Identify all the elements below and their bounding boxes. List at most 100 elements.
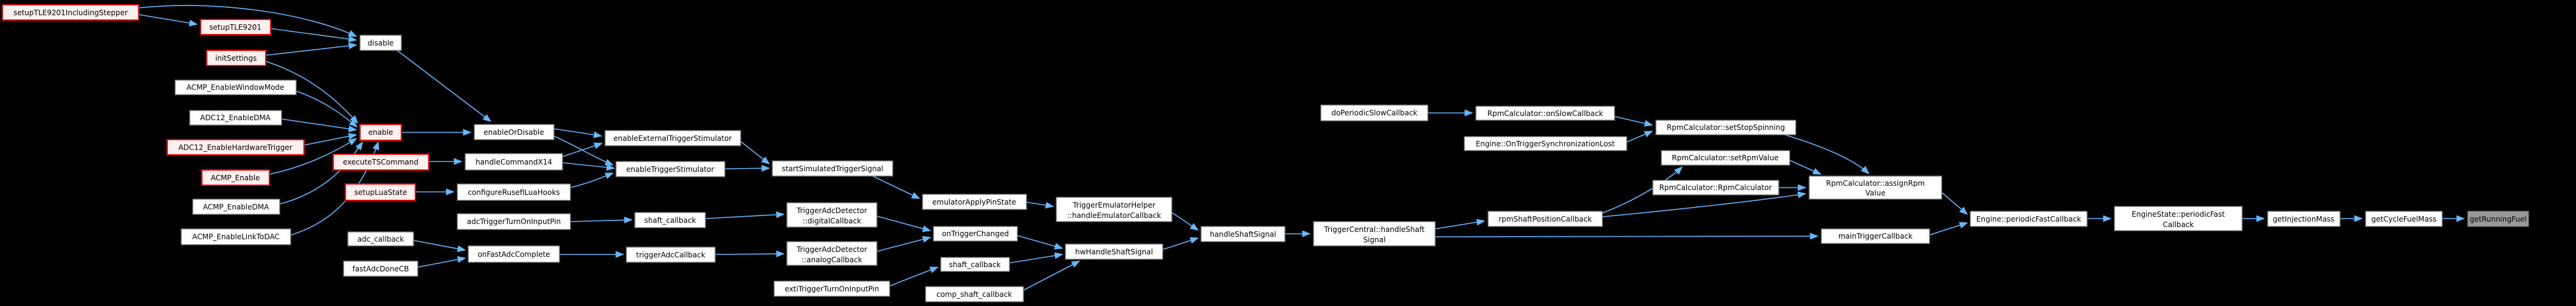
node-TriggerAdcDetector_digitalCallback[interactable]: TriggerAdcDetector ::digitalCallback bbox=[786, 202, 878, 228]
node-enable[interactable]: enable bbox=[359, 124, 402, 141]
node-disable[interactable]: disable bbox=[359, 35, 402, 51]
node-RpmCalculator_RpmCalculator[interactable]: RpmCalculator::RpmCalculator bbox=[1652, 180, 1779, 195]
svg-text:getCycleFuelMass: getCycleFuelMass bbox=[2371, 215, 2436, 223]
node-Engine_periodicFastCallback[interactable]: Engine::periodicFastCallback bbox=[1970, 211, 2088, 227]
node-setupTLE9201IncludingStepper[interactable]: setupTLE9201IncludingStepper bbox=[2, 4, 139, 21]
nodes: setupTLE9201IncludingStepper setupTLE920… bbox=[2, 4, 2529, 302]
svg-text:startSimulatedTriggerSignal: startSimulatedTriggerSignal bbox=[782, 165, 884, 173]
node-TriggerCentral_handleShaftSignal[interactable]: TriggerCentral::handleShaft Signal bbox=[1313, 221, 1436, 246]
edge-onTriggerChanged-hwHandleShaftSignal bbox=[1017, 235, 1064, 250]
node-RpmCalculator_setRpmValue[interactable]: RpmCalculator::setRpmValue bbox=[1661, 150, 1790, 166]
node-ACMP_EnableWindowMode[interactable]: ACMP_EnableWindowMode bbox=[175, 80, 297, 95]
node-adc_callback[interactable]: adc_callback bbox=[347, 231, 414, 246]
node-getCycleFuelMass[interactable]: getCycleFuelMass bbox=[2365, 211, 2443, 227]
svg-text:TriggerCentral::handleShaft: TriggerCentral::handleShaft bbox=[1323, 225, 1425, 234]
node-shaft_callback[interactable]: shaft_callback bbox=[634, 212, 706, 228]
node-handleShaftSignal[interactable]: handleShaftSignal bbox=[1200, 226, 1286, 242]
node-comp_shaft_callback[interactable]: comp_shaft_callback bbox=[925, 286, 1024, 302]
node-ADC12_EnableDMA[interactable]: ADC12_EnableDMA bbox=[189, 110, 282, 126]
node-RpmCalculator_onSlowCallback[interactable]: RpmCalculator::onSlowCallback bbox=[1475, 106, 1615, 121]
svg-text:shaft_callback: shaft_callback bbox=[644, 216, 696, 225]
edge-hwHandleShaftSignal-handleShaftSignal bbox=[1162, 237, 1199, 250]
svg-text:adcTriggerTurnOnInputPin: adcTriggerTurnOnInputPin bbox=[467, 217, 561, 226]
edge-enableOrDisable-enableExternalTriggerStimulator bbox=[553, 128, 603, 138]
svg-text:RpmCalculator::setStopSpinning: RpmCalculator::setStopSpinning bbox=[1667, 123, 1785, 132]
edge-extiTriggerTurnOnInputPin-shaft_callback_2 bbox=[889, 267, 939, 287]
node-EngineState_periodicFastCallback[interactable]: EngineState::periodicFast Callback bbox=[2114, 206, 2243, 231]
node-handleCommandX14[interactable]: handleCommandX14 bbox=[465, 153, 563, 171]
node-enableTriggerStimulator[interactable]: enableTriggerStimulator bbox=[615, 161, 725, 177]
node-Engine_OnTriggerSynchronizationLost[interactable]: Engine::OnTriggerSynchronizationLost bbox=[1464, 136, 1627, 151]
node-enableOrDisable[interactable]: enableOrDisable bbox=[474, 124, 555, 140]
edge-setupTLE9201-disable bbox=[270, 28, 358, 42]
node-setupTLE9201[interactable]: setupTLE9201 bbox=[200, 19, 271, 35]
svg-text:executeTSCommand: executeTSCommand bbox=[343, 158, 418, 166]
edge-fastAdcDoneCB-onFastAdcComplete bbox=[417, 256, 466, 268]
node-extiTriggerTurnOnInputPin[interactable]: extiTriggerTurnOnInputPin bbox=[774, 280, 890, 297]
node-adcTriggerTurnOnInputPin[interactable]: adcTriggerTurnOnInputPin bbox=[457, 213, 571, 230]
node-TriggerAdcDetector_analogCallback[interactable]: TriggerAdcDetector ::analogCallback bbox=[786, 241, 878, 266]
node-ACMP_EnableDMA[interactable]: ACMP_EnableDMA bbox=[192, 199, 280, 215]
svg-text:handleCommandX14: handleCommandX14 bbox=[476, 158, 552, 166]
node-RpmCalculator_setStopSpinning[interactable]: RpmCalculator::setStopSpinning bbox=[1655, 120, 1796, 135]
edge-initSettings-disable bbox=[265, 42, 358, 56]
edge-TriggerCentral_handleShaftSignal-mainTriggerCallback bbox=[1435, 233, 1819, 240]
node-doPeriodicSlowCallback[interactable]: doPeriodicSlowCallback bbox=[1320, 104, 1428, 121]
node-startSimulatedTriggerSignal[interactable]: startSimulatedTriggerSignal bbox=[772, 160, 893, 177]
svg-text:::analogCallback: ::analogCallback bbox=[802, 256, 862, 264]
svg-text:setupTLE9201: setupTLE9201 bbox=[209, 23, 261, 32]
svg-text:comp_shaft_callback: comp_shaft_callback bbox=[937, 290, 1012, 299]
node-executeTSCommand[interactable]: executeTSCommand bbox=[333, 154, 429, 171]
node-enableExternalTriggerStimulator[interactable]: enableExternalTriggerStimulator bbox=[604, 130, 741, 146]
edge-ACMP_EnableDMA-enable bbox=[279, 141, 363, 205]
node-rpmShaftPositionCallback[interactable]: rpmShaftPositionCallback bbox=[1487, 211, 1603, 227]
svg-text:fastAdcDoneCB: fastAdcDoneCB bbox=[353, 265, 409, 273]
edge-Engine_OnTriggerSynchronizationLost-RpmCalculator_setStopSpinning bbox=[1626, 131, 1653, 143]
edge-TriggerCentral_handleShaftSignal-rpmShaftPositionCallback bbox=[1435, 219, 1486, 229]
svg-text:ADC12_EnableHardwareTrigger: ADC12_EnableHardwareTrigger bbox=[178, 143, 292, 152]
node-configureRusefiLuaHooks[interactable]: configureRusefiLuaHooks bbox=[457, 183, 571, 201]
svg-text:RpmCalculator::onSlowCallback: RpmCalculator::onSlowCallback bbox=[1487, 109, 1603, 118]
svg-text:RpmCalculator::setRpmValue: RpmCalculator::setRpmValue bbox=[1672, 154, 1778, 162]
svg-text:TriggerAdcDetector: TriggerAdcDetector bbox=[796, 245, 867, 254]
svg-text:enable: enable bbox=[369, 128, 393, 137]
node-emulatorApplyPinState[interactable]: emulatorApplyPinState bbox=[922, 194, 1027, 210]
node-hwHandleShaftSignal[interactable]: hwHandleShaftSignal bbox=[1065, 243, 1163, 260]
node-fastAdcDoneCB[interactable]: fastAdcDoneCB bbox=[343, 260, 418, 277]
svg-text:getInjectionMass: getInjectionMass bbox=[2273, 215, 2334, 223]
node-TriggerEmulatorHelper_handleEmulatorCallback[interactable]: TriggerEmulatorHelper ::handleEmulatorCa… bbox=[1056, 197, 1172, 222]
edge-RpmCalculator_setStopSpinning-RpmCalculator_assignRpmValue bbox=[1784, 134, 1870, 174]
svg-text:::digitalCallback: ::digitalCallback bbox=[803, 217, 861, 225]
svg-text:Engine::OnTriggerSynchronizati: Engine::OnTriggerSynchronizationLost bbox=[1476, 140, 1615, 148]
node-RpmCalculator_assignRpmValue[interactable]: RpmCalculator::assignRpm Value bbox=[1809, 175, 1942, 200]
svg-text:Value: Value bbox=[1866, 189, 1886, 197]
edge-enableExternalTriggerStimulator-startSimulatedTriggerSignal bbox=[740, 141, 770, 165]
edges bbox=[138, 5, 2465, 291]
edge-startSimulatedTriggerSignal-emulatorApplyPinState bbox=[872, 175, 921, 199]
node-ACMP_Enable[interactable]: ACMP_Enable bbox=[201, 169, 270, 186]
svg-text:enableTriggerStimulator: enableTriggerStimulator bbox=[626, 165, 715, 174]
node-onFastAdcComplete[interactable]: onFastAdcComplete bbox=[468, 245, 560, 263]
edge-configureRusefiLuaHooks-enableTriggerStimulator bbox=[570, 172, 614, 188]
node-setupLuaState[interactable]: setupLuaState bbox=[345, 183, 416, 201]
svg-text:adc_callback: adc_callback bbox=[358, 235, 404, 243]
node-getInjectionMass[interactable]: getInjectionMass bbox=[2267, 211, 2341, 227]
node-ACMP_EnableLinkToDAC[interactable]: ACMP_EnableLinkToDAC bbox=[181, 228, 291, 245]
node-triggerAdcCallback[interactable]: triggerAdcCallback bbox=[626, 246, 716, 263]
edge-comp_shaft_callback-hwHandleShaftSignal bbox=[1023, 260, 1081, 291]
node-initSettings[interactable]: initSettings bbox=[206, 50, 266, 66]
edge-adcTriggerTurnOnInputPin-shaft_callback bbox=[570, 216, 633, 223]
svg-text:hwHandleShaftSignal: hwHandleShaftSignal bbox=[1075, 248, 1153, 256]
svg-text:setupTLE9201IncludingStepper: setupTLE9201IncludingStepper bbox=[13, 8, 128, 17]
node-onTriggerChanged[interactable]: onTriggerChanged bbox=[933, 226, 1018, 242]
svg-text:onFastAdcComplete: onFastAdcComplete bbox=[477, 250, 550, 259]
edge-handleCommandX14-enableTriggerStimulator bbox=[562, 162, 615, 171]
edge-ACMP_EnableWindowMode-enable bbox=[296, 90, 358, 127]
node-mainTriggerCallback[interactable]: mainTriggerCallback bbox=[1821, 228, 1930, 244]
svg-text:onTriggerChanged: onTriggerChanged bbox=[942, 229, 1009, 238]
edge-rpmShaftPositionCallback-RpmCalculator_assignRpmValue bbox=[1602, 191, 1807, 217]
edge-adc_callback-onFastAdcComplete bbox=[413, 240, 466, 253]
node-ADC12_EnableHardwareTrigger[interactable]: ADC12_EnableHardwareTrigger bbox=[167, 139, 305, 155]
node-shaft_callback_2[interactable]: shaft_callback bbox=[940, 257, 1010, 272]
edge-shaft_callback-TriggerAdcDetector_digitalCallback bbox=[705, 211, 785, 219]
